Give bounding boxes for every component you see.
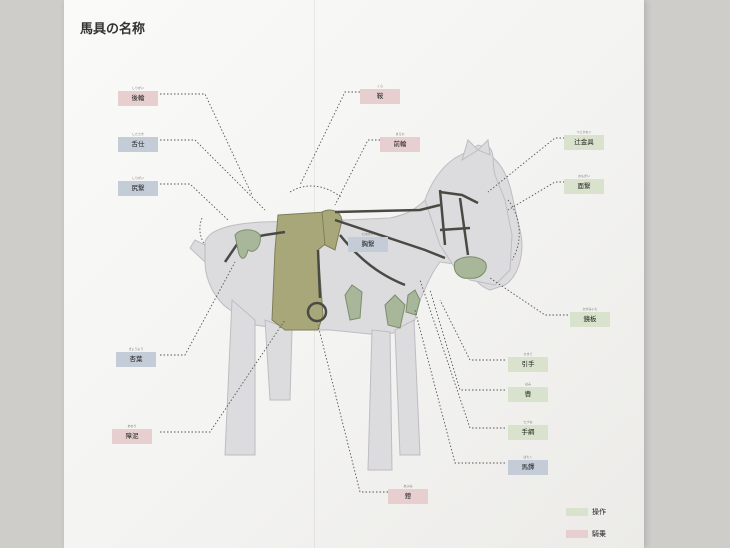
- label-kura: くら 鞍: [360, 84, 400, 104]
- label-aori: あおり 障泥: [112, 424, 152, 444]
- label-kagamiita: かがみいた 鏡板: [570, 307, 610, 327]
- label-shitasaki: したさき 舌仕: [118, 132, 158, 152]
- stirrup-shape: [306, 301, 328, 323]
- label-tazuna: たづな 手綱: [508, 420, 548, 440]
- pendants: [234, 229, 487, 329]
- leader-lines: [160, 91, 575, 493]
- label-tsujikanagu: つじかなぐ 辻金具: [564, 130, 604, 150]
- legend-swatch-control: [566, 508, 588, 516]
- label-shiogai2: しりがい 尻繋: [118, 176, 158, 196]
- legend-item-control: 操作: [566, 508, 626, 518]
- label-bataku: ばたく 馬鐸: [508, 455, 548, 475]
- label-hami: はみ 轡: [508, 382, 548, 402]
- label-munagai: むながい 胸繋: [348, 232, 388, 252]
- label-shiogai: しりがい 後輪: [118, 86, 158, 106]
- label-maewa: まえわ 前輪: [380, 132, 420, 152]
- label-omogai: おもがい 面繋: [564, 174, 604, 194]
- legend-item-riding: 騎乗: [566, 530, 626, 540]
- label-hikite: ひきて 引手: [508, 352, 548, 372]
- label-gyoyo: ぎょうよう 杏葉: [116, 347, 156, 367]
- harness-straps: [223, 189, 479, 299]
- label-abumi: あぶみ 鐙: [388, 484, 428, 504]
- page-title: 馬具の名称: [80, 22, 146, 37]
- legend-swatch-riding: [566, 530, 588, 538]
